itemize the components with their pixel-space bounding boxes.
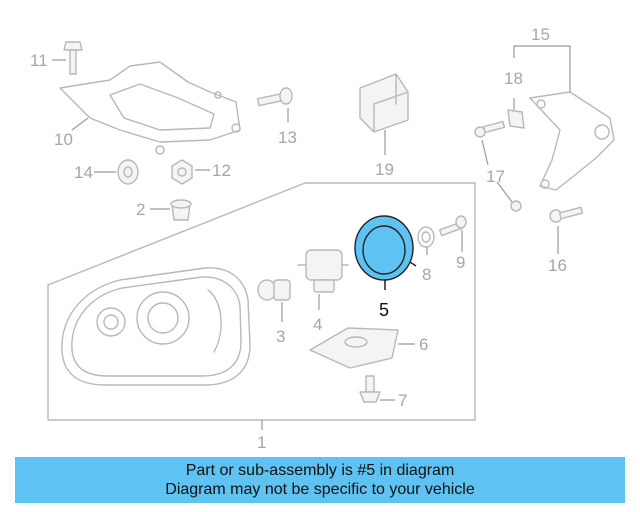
callout-14: 14 (74, 163, 93, 182)
small-lens (96, 307, 126, 337)
small-lens-inner (103, 314, 119, 330)
headlight-frame (47, 182, 476, 421)
part-2-grommet (170, 199, 192, 221)
main-lens (136, 291, 190, 345)
headlight-housing-inner (71, 276, 242, 377)
part-18-clip (507, 109, 525, 129)
callout-19: 19 (375, 160, 394, 179)
headlight-housing (61, 267, 251, 386)
part-7-clip (359, 375, 381, 403)
part-3-bulb (257, 279, 291, 301)
leader-lines (52, 45, 571, 430)
callout-4: 4 (313, 315, 322, 334)
info-banner: Part or sub-assembly is #5 in diagram Di… (15, 457, 625, 503)
part-8-seal (417, 226, 435, 248)
callout-10: 10 (54, 130, 73, 149)
banner-line-1: Part or sub-assembly is #5 in diagram (185, 462, 455, 479)
part-5-cover-highlighted (354, 215, 417, 281)
part-15-bracket (529, 91, 615, 191)
main-lens-inner (147, 302, 179, 334)
part-17-bolt (474, 120, 522, 212)
part-12-nut (171, 159, 193, 185)
part-10-bracket (59, 61, 241, 155)
part-19-module (359, 73, 409, 133)
callout-11: 11 (30, 51, 48, 70)
callout-6: 6 (419, 335, 428, 354)
parts-diagram: 11 10 14 12 2 13 19 3 4 5 6 7 8 9 16 17 … (30, 25, 615, 452)
callout-18: 18 (504, 69, 523, 88)
cover-inner-ring (362, 225, 406, 275)
callout-2: 2 (136, 200, 145, 219)
callout-5: 5 (379, 300, 389, 320)
headlight-assembly-group (47, 182, 476, 421)
part-9-screw (438, 215, 467, 237)
callout-16: 16 (548, 256, 567, 275)
callout-9: 9 (456, 253, 465, 272)
part-16-bolt (549, 206, 584, 223)
banner-line-2: Diagram may not be specific to your vehi… (165, 481, 475, 498)
callout-1: 1 (257, 433, 266, 452)
callout-12: 12 (212, 161, 231, 180)
part-11-bolt (63, 41, 83, 75)
callout-8: 8 (422, 265, 431, 284)
part-4-socket (297, 249, 349, 293)
callout-7: 7 (398, 391, 407, 410)
callout-17: 17 (486, 167, 505, 186)
callout-labels: 11 10 14 12 2 13 19 3 4 5 6 7 8 9 16 17 … (30, 25, 567, 452)
callout-13: 13 (278, 128, 297, 147)
part-6-ballast (309, 327, 399, 369)
part-14-grommet (117, 159, 139, 185)
housing-trim (207, 289, 222, 353)
callout-3: 3 (276, 327, 285, 346)
callout-15: 15 (531, 25, 550, 44)
part-13-bolt (256, 87, 293, 107)
